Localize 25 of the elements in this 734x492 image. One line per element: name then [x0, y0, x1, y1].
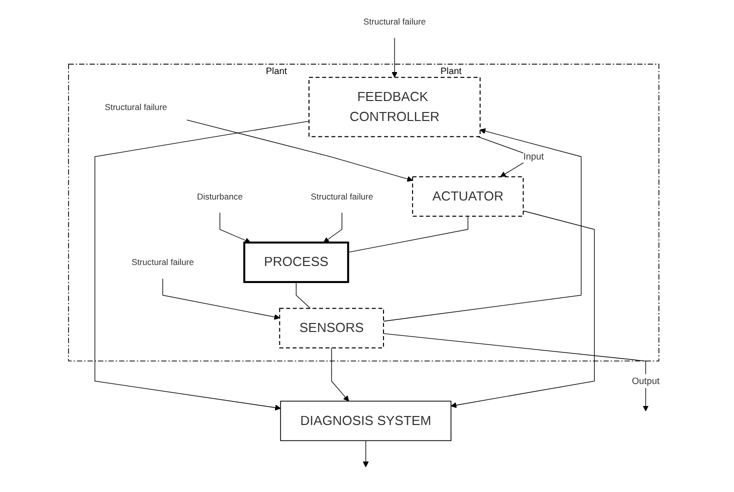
node-box: SENSORS	[279, 308, 384, 348]
arrow	[450, 210, 595, 408]
arrow	[94, 120, 310, 410]
connector	[296, 282, 311, 309]
node-box: FEEDBACK CONTROLLER	[308, 76, 481, 138]
node-text: Structural failure	[310, 191, 374, 202]
arrow	[331, 348, 350, 402]
node-text: Structural failure	[104, 102, 168, 112]
arrow	[383, 128, 582, 322]
node-box: ACTUATOR	[412, 176, 524, 217]
edge-label: Output	[632, 376, 660, 386]
node-box: DIAGNOSIS SYSTEM	[280, 400, 452, 442]
node-text: Structural failure	[363, 16, 426, 26]
arrow	[362, 440, 369, 468]
arrow	[323, 212, 342, 243]
edge-label: Input	[523, 151, 544, 162]
arrow	[383, 333, 649, 412]
node-text: Structural failure	[132, 257, 194, 268]
arrow	[220, 212, 251, 244]
connector	[348, 216, 468, 253]
arrow	[392, 38, 398, 78]
arrow	[162, 278, 280, 320]
node-text: Disturbance	[197, 191, 243, 202]
arrow	[186, 120, 413, 182]
node-box: PROCESS	[243, 242, 350, 284]
